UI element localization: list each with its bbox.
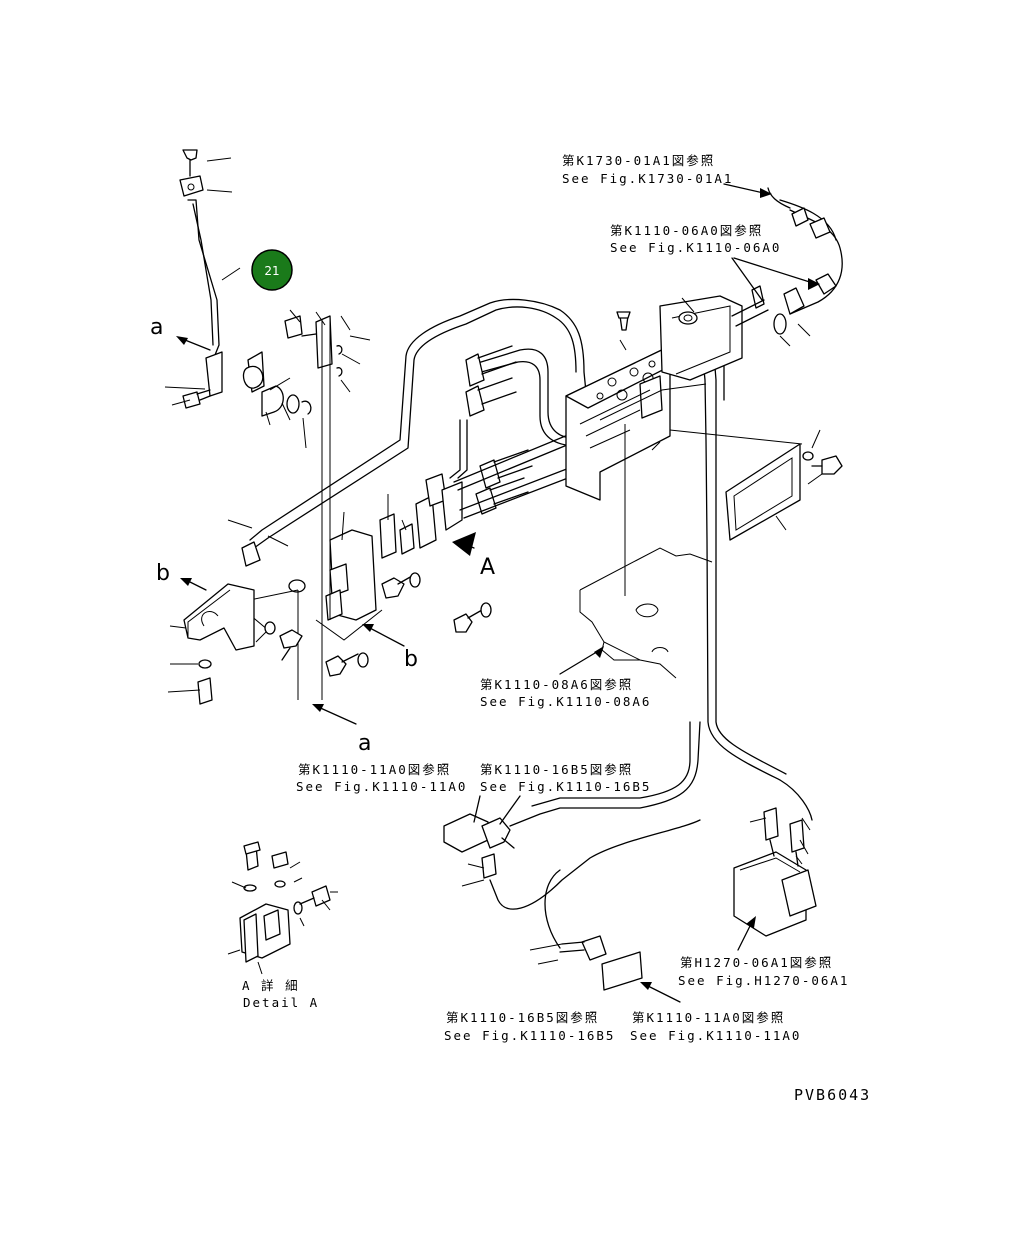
ref-k1730-01a1-en: See Fig.K1730-01A1 [562, 171, 733, 186]
view-label-b-left: b [156, 561, 170, 586]
drawing-code: PVB6043 [794, 1086, 871, 1104]
view-label-arrow-a: A [480, 555, 495, 580]
ref-k1110-11a0-upper-jp: 第K1110-11A0図参照 [298, 762, 451, 777]
detail-a-drawing [227, 841, 338, 975]
ref-k1110-16b5-upper-en: See Fig.K1110-16B5 [480, 779, 651, 794]
ref-h1270-06a1-en: See Fig.H1270-06A1 [678, 973, 849, 988]
view-label-a-top: a [150, 315, 163, 340]
ref-k1110-11a0-upper[interactable]: 第K1110-11A0図参照 See Fig.K1110-11A0 [296, 762, 467, 794]
callout-badge[interactable]: 21 [251, 249, 293, 291]
ref-k1110-08a6[interactable]: 第K1110-08A6図参照 See Fig.K1110-08A6 [480, 677, 651, 709]
ref-k1110-16b5-upper-jp: 第K1110-16B5図参照 [480, 762, 633, 777]
floor-frame [579, 547, 713, 679]
valve-housing [565, 207, 843, 596]
ref-h1270-06a1-jp: 第H1270-06A1図参照 [680, 955, 833, 970]
ref-k1110-11a0-upper-en: See Fig.K1110-11A0 [296, 779, 467, 794]
ref-k1110-08a6-en: See Fig.K1110-08A6 [480, 694, 651, 709]
detail-a-caption-jp: A 詳 細 [242, 978, 300, 993]
shift-lever-assembly [164, 149, 371, 449]
ref-k1110-11a0-lower-en: See Fig.K1110-11A0 [630, 1028, 801, 1043]
ref-k1110-16b5-lower[interactable]: 第K1110-16B5図参照 See Fig.K1110-16B5 [444, 1010, 615, 1043]
ref-k1730-01a1[interactable]: 第K1730-01A1図参照 See Fig.K1730-01A1 [562, 153, 733, 186]
valve-bracket-assembly [227, 320, 595, 725]
ref-k1110-11a0-lower-jp: 第K1110-11A0図参照 [632, 1010, 785, 1025]
ref-k1110-06a0-jp: 第K1110-06A0図参照 [610, 223, 763, 238]
ref-k1110-06a0-en: See Fig.K1110-06A0 [610, 240, 781, 255]
ref-k1110-06a0[interactable]: 第K1110-06A0図参照 See Fig.K1110-06A0 [610, 223, 781, 255]
ref-h1270-06a1[interactable]: 第H1270-06A1図参照 See Fig.H1270-06A1 [678, 955, 849, 988]
cover-block [167, 578, 303, 705]
tube-routing [249, 187, 843, 949]
ref-k1110-16b5-lower-en: See Fig.K1110-16B5 [444, 1028, 615, 1043]
callout-badge-number: 21 [264, 264, 279, 278]
lower-components [443, 183, 820, 1003]
view-label-a-bottom: a [358, 731, 371, 756]
view-label-b-bottom: b [404, 647, 418, 672]
ref-k1110-11a0-lower[interactable]: 第K1110-11A0図参照 See Fig.K1110-11A0 [630, 1010, 801, 1043]
ref-k1110-16b5-upper[interactable]: 第K1110-16B5図参照 See Fig.K1110-16B5 [480, 762, 651, 794]
ref-k1110-16b5-lower-jp: 第K1110-16B5図参照 [446, 1010, 599, 1025]
detail-a-caption-en: Detail A [243, 995, 319, 1010]
ref-k1110-08a6-jp: 第K1110-08A6図参照 [480, 677, 633, 692]
ref-k1730-01a1-jp: 第K1730-01A1図参照 [562, 153, 715, 168]
